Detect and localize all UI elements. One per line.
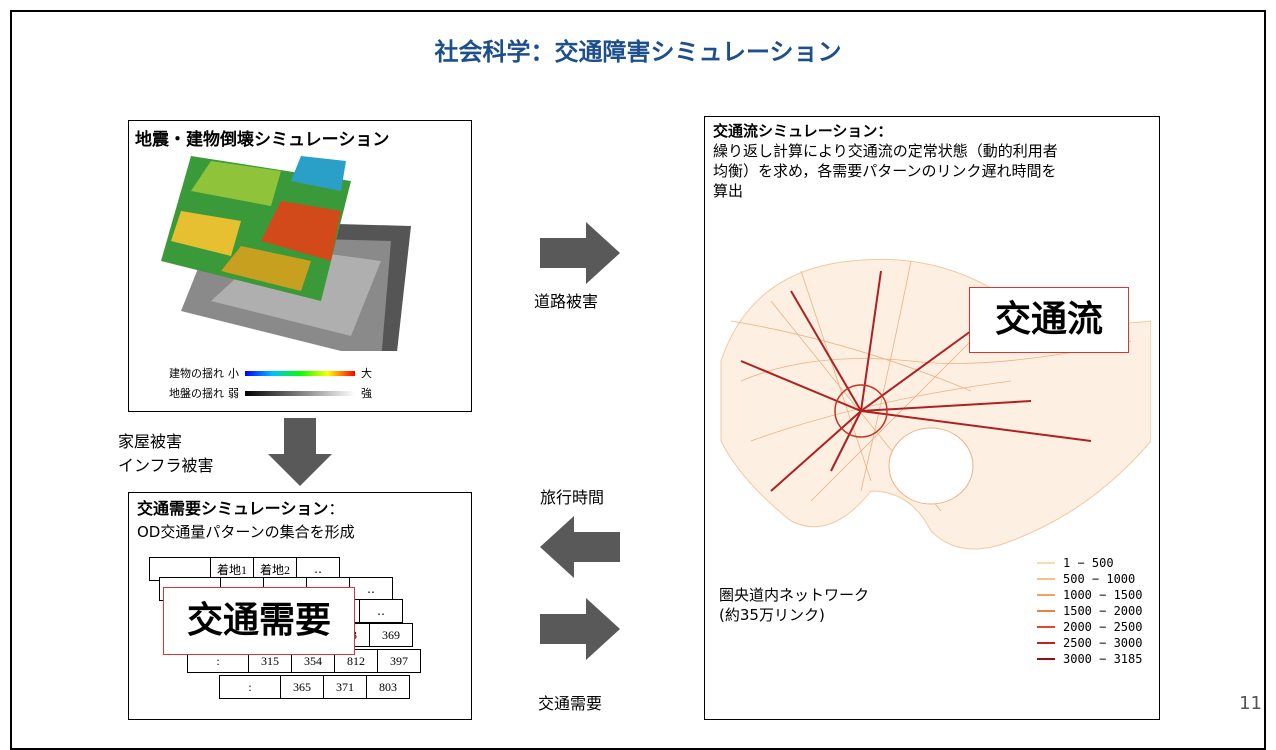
- legend-label: 2000 − 2500: [1063, 620, 1143, 634]
- legend-row: 1 − 500: [1037, 555, 1142, 571]
- road-damage-label: 道路被害: [534, 292, 599, 311]
- ground-shake-gradient: [245, 390, 355, 396]
- earthquake-box-title: 地震・建物倒壊シミュレーション: [135, 130, 390, 150]
- legend-label: 2500 − 3000: [1063, 636, 1143, 650]
- traffic-demand-label: 交通需要: [538, 694, 603, 713]
- city-3d-image: [161, 156, 411, 351]
- od-cell: 369: [382, 627, 400, 642]
- od-cell: ‥: [366, 581, 375, 596]
- legend-label: 500 − 1000: [1063, 572, 1136, 586]
- legend-row: 1500 − 2000: [1037, 603, 1142, 619]
- od-cell: 365: [281, 676, 324, 698]
- traffic-flow-box: 交通流シミュレーション： 繰り返し計算により交通流の定常状態（動的利用者 均衡）…: [704, 116, 1160, 720]
- od-cell: ‥: [376, 603, 385, 618]
- od-cell: :: [188, 650, 249, 672]
- legend-row: 500 − 1000: [1037, 571, 1142, 587]
- page-number: 11: [1239, 693, 1262, 714]
- legend-swatch: [1037, 610, 1055, 612]
- legend-swatch: [1037, 562, 1055, 564]
- od-cell: 着地2: [254, 558, 297, 580]
- od-cell: 着地1: [211, 558, 254, 580]
- slide-title: 社会科学：交通障害シミュレーション: [434, 38, 842, 66]
- od-cell: 315: [249, 650, 292, 672]
- demand-box-title-colon: ：: [328, 499, 345, 518]
- traffic-flow-title: 交通流シミュレーション：: [713, 122, 893, 140]
- right-arrow-icon: [540, 222, 620, 284]
- od-cell: :: [220, 676, 281, 698]
- building-small-label: 小: [228, 367, 239, 380]
- network-label-2: (約35万リンク): [719, 606, 825, 624]
- od-cell: 354: [292, 650, 335, 672]
- travel-time-label: 旅行時間: [540, 488, 605, 507]
- right-arrow-icon-2: [540, 598, 620, 660]
- legend-swatch: [1037, 658, 1055, 660]
- traffic-flow-big-label: 交通流: [969, 287, 1129, 353]
- traffic-flow-desc-3: 算出: [713, 182, 744, 200]
- earthquake-simulation-box: 地震・建物倒壊シミュレーション 建物の揺れ 小 大 地盤の揺れ 弱 強: [128, 120, 472, 412]
- left-arrow-icon: [540, 516, 620, 578]
- od-cell: 371: [324, 676, 367, 698]
- ground-strong-label: 強: [361, 387, 372, 400]
- building-shake-scale: 建物の揺れ 小 大: [169, 365, 372, 381]
- traffic-demand-big-label: 交通需要: [163, 587, 355, 655]
- od-cell: 812: [335, 650, 378, 672]
- infra-damage-label: インフラ被害: [118, 456, 214, 475]
- ground-weak-label: 弱: [228, 387, 239, 400]
- ground-shake-label: 地盤の揺れ: [169, 387, 224, 400]
- legend-label: 1000 − 1500: [1063, 588, 1143, 602]
- house-damage-label: 家屋被害: [118, 432, 183, 451]
- legend-row: 3000 − 3185: [1037, 651, 1142, 667]
- legend-label: 1500 − 2000: [1063, 604, 1143, 618]
- od-cell: ‥: [313, 561, 322, 576]
- demand-box-subtitle: OD交通量パターンの集合を形成: [137, 523, 355, 541]
- od-cell: 397: [390, 653, 408, 668]
- legend-swatch: [1037, 578, 1055, 580]
- legend-row: 1000 − 1500: [1037, 587, 1142, 603]
- legend-label: 1 − 500: [1063, 556, 1114, 570]
- traffic-legend: 1 − 500 500 − 1000 1000 − 1500 1500 − 20…: [1037, 555, 1142, 667]
- legend-row: 2500 − 3000: [1037, 635, 1142, 651]
- od-cell: 803: [379, 679, 397, 694]
- legend-swatch: [1037, 626, 1055, 628]
- down-arrow-icon: [268, 418, 332, 486]
- traffic-flow-desc-1: 繰り返し計算により交通流の定常状態（動的利用者: [713, 142, 1058, 160]
- building-large-label: 大: [361, 367, 372, 380]
- network-label-1: 圏央道内ネットワーク: [719, 586, 870, 604]
- building-shake-gradient: [245, 370, 355, 376]
- traffic-flow-desc-2: 均衡）を求め，各需要パターンのリンク遅れ時間を: [713, 162, 1057, 180]
- building-shake-label: 建物の揺れ: [169, 367, 224, 380]
- od-sheet-6: : 365 371 803: [219, 675, 410, 699]
- demand-simulation-box: 交通需要シミュレーション： OD交通量パターンの集合を形成 着地1 着地2 ‥ …: [128, 492, 472, 720]
- legend-swatch: [1037, 594, 1055, 596]
- legend-row: 2000 − 2500: [1037, 619, 1142, 635]
- legend-label: 3000 − 3185: [1063, 652, 1143, 666]
- legend-swatch: [1037, 642, 1055, 644]
- ground-shake-scale: 地盤の揺れ 弱 強: [169, 385, 372, 401]
- demand-box-title: 交通需要シミュレーション: [137, 499, 329, 518]
- od-cell: [150, 558, 211, 580]
